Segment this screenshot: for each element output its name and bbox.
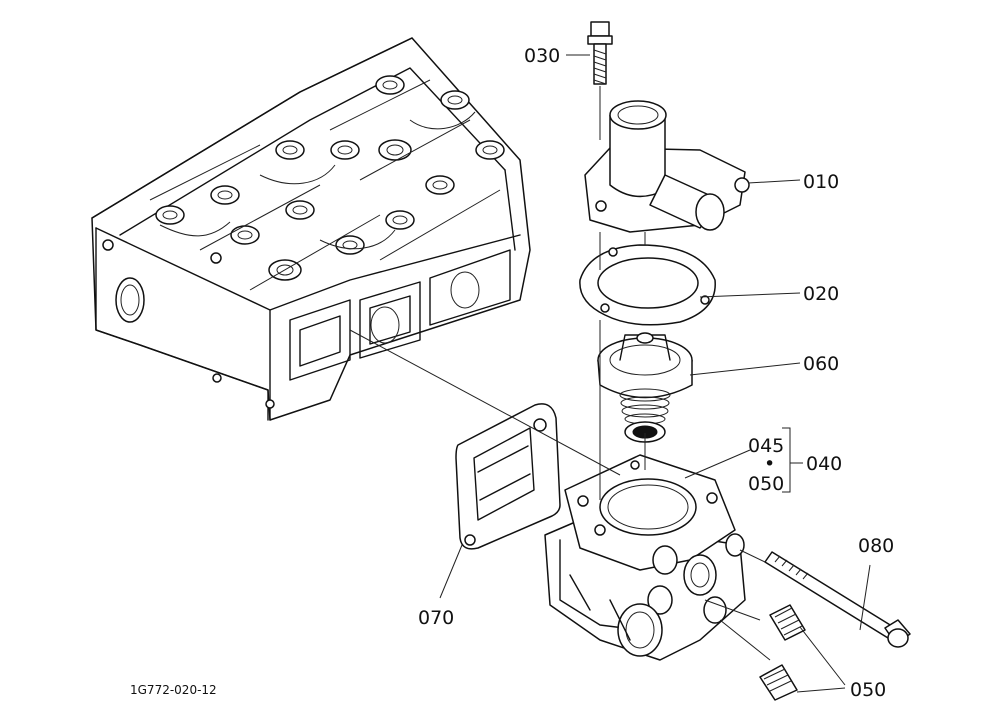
thermostat-cover-010 — [584, 100, 750, 233]
gasket-070 — [455, 403, 561, 550]
plug-050-upper — [769, 604, 806, 641]
callout-070: 070 — [418, 607, 454, 629]
callout-dot: • — [764, 453, 775, 475]
callout-020: 020 — [803, 283, 839, 305]
callout-050-sub: 050 — [748, 473, 784, 495]
callout-050-bottom: 050 — [850, 679, 886, 701]
callout-010: 010 — [803, 171, 839, 193]
bolt-030 — [587, 21, 613, 85]
callout-060: 060 — [803, 353, 839, 375]
callout-080: 080 — [858, 535, 894, 557]
callout-040: 040 — [806, 453, 842, 475]
leader-lines — [439, 54, 871, 693]
drawing-code: 1G772-020-12 — [130, 683, 217, 697]
assembly-lines — [349, 86, 771, 661]
callout-030: 030 — [524, 45, 560, 67]
gasket-020 — [579, 244, 716, 326]
cylinder-head — [91, 37, 531, 421]
thermostat-060 — [597, 332, 693, 443]
thermostat-housing — [544, 454, 746, 661]
plug-050-lower — [759, 664, 798, 701]
callout-labels: 030 010 020 060 045 • 050 040 080 070 05… — [130, 45, 894, 701]
callout-045: 045 — [748, 435, 784, 457]
